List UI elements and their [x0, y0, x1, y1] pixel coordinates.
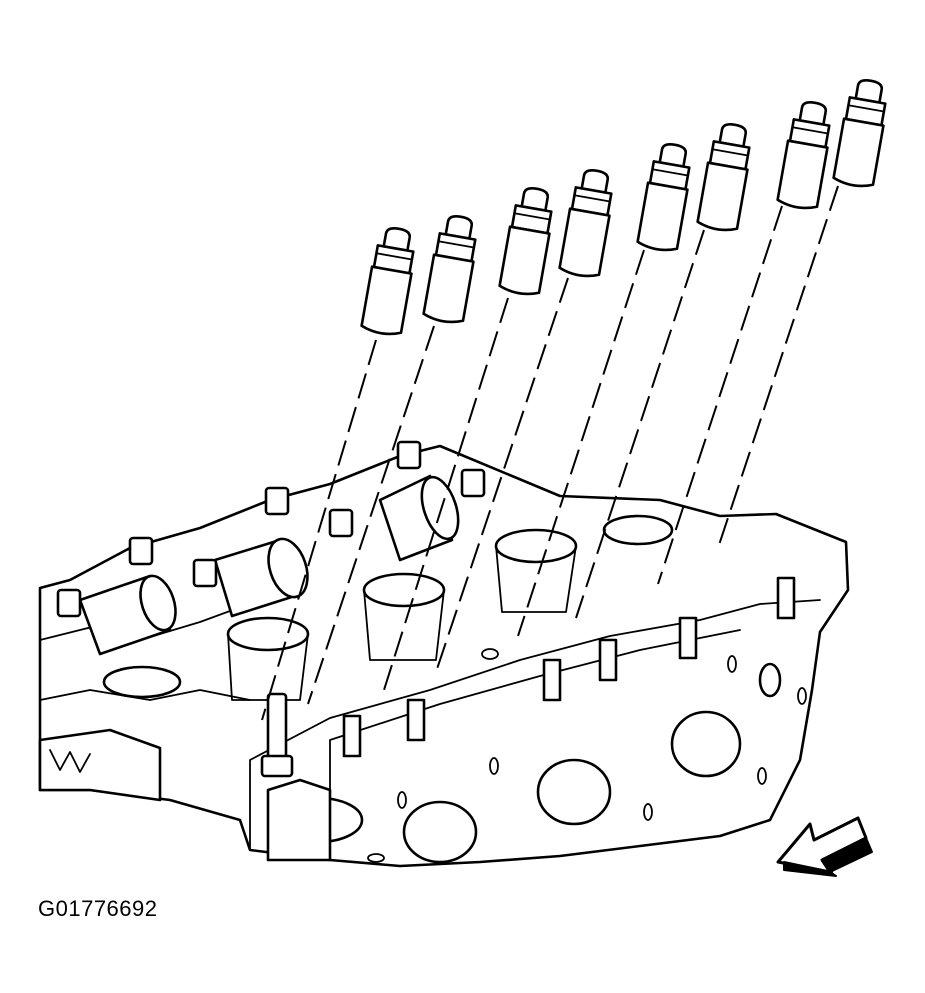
alignment-lines — [261, 185, 839, 721]
valve-lifter — [776, 101, 831, 210]
valve-lifter — [558, 169, 613, 278]
cylinder-head — [38, 440, 850, 868]
ports — [266, 662, 782, 864]
valve-lifter — [360, 227, 415, 336]
valve-lifter — [696, 123, 751, 232]
valve-lifter — [636, 143, 691, 252]
head-bolts — [56, 440, 486, 778]
lifter-bores — [102, 514, 674, 701]
figure-id-label: G01776692 — [38, 896, 158, 921]
camshaft — [78, 474, 460, 656]
front-direction-arrow-icon — [776, 816, 873, 877]
valve-lifter — [832, 79, 887, 188]
valve-lifter — [498, 187, 553, 296]
rail-posts — [342, 576, 796, 758]
valve-lifter — [422, 215, 477, 324]
valve-lifters — [360, 79, 887, 336]
